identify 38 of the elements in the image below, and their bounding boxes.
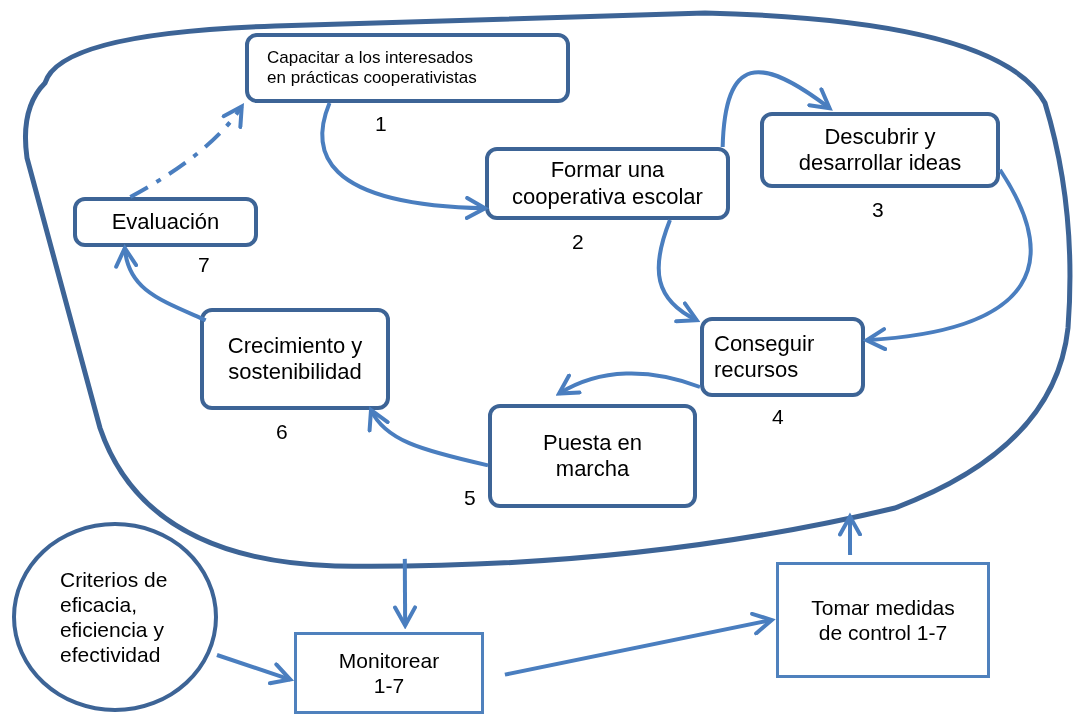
step-number: 7 <box>198 253 210 277</box>
node-label: Tomar medidas de control 1-7 <box>810 594 956 646</box>
step-number: 6 <box>276 420 288 444</box>
process-box <box>485 147 730 220</box>
control-box <box>294 632 484 714</box>
process-box <box>760 112 1000 188</box>
node-label: Monitorear 1-7 <box>337 647 441 699</box>
node-label: Conseguir recursos <box>714 330 816 384</box>
arrow <box>216 653 293 686</box>
arrow <box>115 246 207 323</box>
node-label: Crecimiento y sostenibilidad <box>226 332 364 386</box>
node-label: Capacitar a los interesados en prácticas cooperativistas <box>267 47 478 89</box>
step-number: 2 <box>572 230 584 254</box>
node-label: Puesta en marcha <box>541 429 644 483</box>
step-number: 5 <box>464 486 476 510</box>
dash-dot-arrow <box>129 104 244 199</box>
node-label: Criterios de eficacia, eficiencia y efectividad <box>60 566 169 668</box>
arrow <box>557 371 701 396</box>
arrow <box>504 611 774 677</box>
control-box <box>776 562 990 678</box>
arrow <box>656 219 699 323</box>
process-box <box>700 317 865 397</box>
process-box <box>200 308 390 410</box>
process-box <box>245 33 570 103</box>
arrow <box>369 408 489 468</box>
step-number: 1 <box>375 112 387 136</box>
node-label: Evaluación <box>111 208 220 236</box>
step-number: 4 <box>772 405 784 429</box>
arrow <box>393 558 418 628</box>
process-box <box>73 197 258 247</box>
arrow <box>838 514 862 556</box>
step-number: 3 <box>872 198 884 222</box>
arrow <box>864 168 1033 351</box>
process-box <box>488 404 697 508</box>
node-label: Descubrir y desarrollar ideas <box>797 123 963 177</box>
node-label: Formar una cooperativa escolar <box>511 157 704 210</box>
arrow <box>320 102 487 220</box>
arrow <box>720 70 832 148</box>
